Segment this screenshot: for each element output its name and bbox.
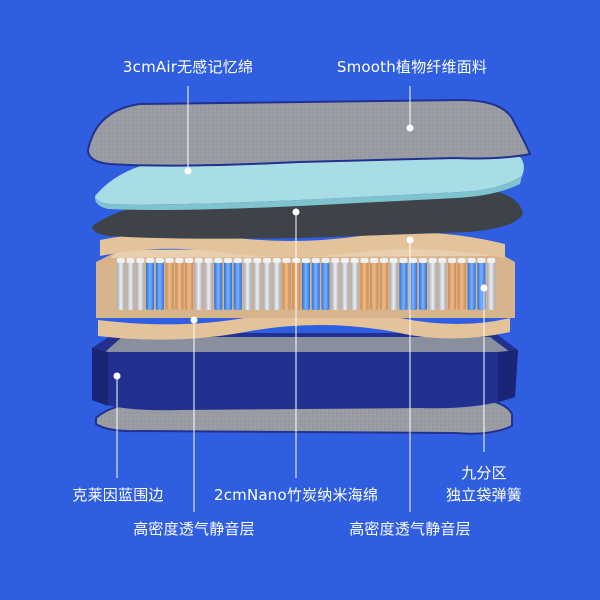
spring-column (146, 262, 155, 310)
spring-column (360, 262, 369, 310)
top-fabric-layer (86, 98, 532, 167)
spring-column (340, 262, 349, 310)
spring-cap (370, 258, 379, 263)
spring-column (457, 262, 466, 310)
spring-column (467, 262, 476, 310)
klein-blue-border-label: 克莱因蓝围边 (72, 486, 164, 504)
spring-column (165, 262, 174, 310)
plant-fiber-fabric-label: Smooth植物纤维面料 (336, 58, 488, 76)
spring-cap (165, 258, 174, 263)
spring-column (448, 262, 457, 310)
spring-cap (282, 258, 291, 263)
spring-column (126, 262, 135, 310)
spring-cap (272, 258, 281, 263)
spring-cap (457, 258, 466, 263)
spring-column (194, 262, 203, 310)
spring-column (379, 262, 388, 310)
spring-column (214, 262, 223, 310)
spring-column (370, 262, 379, 310)
spring-column (389, 262, 398, 310)
spring-cap (448, 258, 457, 263)
spring-column (243, 262, 252, 310)
spring-column (418, 262, 427, 310)
spring-cap (233, 258, 242, 263)
zone-label: 九分区 (461, 464, 507, 482)
spring-column (233, 262, 242, 310)
spring-cap (389, 258, 398, 263)
spring-cap (204, 258, 213, 263)
silent-layer-left-label: 高密度透气静音层 (133, 520, 255, 538)
spring-cap (321, 258, 330, 263)
spring-column (399, 262, 408, 310)
pocket-spring-label: 独立袋弹簧 (445, 486, 523, 504)
spring-cap (194, 258, 203, 263)
spring-column (321, 262, 330, 310)
spring-cap (126, 258, 135, 263)
silent-layer-right-label: 高密度透气静音层 (349, 520, 471, 538)
spring-cap (350, 258, 359, 263)
spring-cap (243, 258, 252, 263)
spring-cap (487, 258, 496, 263)
callout-lines (113, 86, 488, 512)
spring-cap (428, 258, 437, 263)
spring-cap (214, 258, 223, 263)
spring-cap (253, 258, 262, 263)
spring-cap (263, 258, 272, 263)
spring-column (350, 262, 359, 310)
spring-column (311, 262, 320, 310)
spring-column (263, 262, 272, 310)
lower-silent-layer (98, 310, 510, 340)
spring-column (282, 262, 291, 310)
spring-cap (331, 258, 340, 263)
spring-cap (301, 258, 310, 263)
spring-column (487, 262, 496, 310)
spring-cap (155, 258, 164, 263)
spring-column (253, 262, 262, 310)
spring-cap (379, 258, 388, 263)
spring-cap (224, 258, 233, 263)
upper-silent-layer (100, 232, 505, 258)
spring-cap (185, 258, 194, 263)
spring-column (204, 262, 213, 310)
spring-cap (399, 258, 408, 263)
spring-column (409, 262, 418, 310)
spring-cap (477, 258, 486, 263)
spring-cap (116, 258, 125, 263)
spring-cap (467, 258, 476, 263)
spring-column (155, 262, 164, 310)
spring-cap (175, 258, 184, 263)
spring-cap (340, 258, 349, 263)
spring-cap (418, 258, 427, 263)
spring-column (301, 262, 310, 310)
air-memory-foam-label: 3cmAir无感记忆绵 (122, 58, 254, 76)
spring-column (116, 262, 125, 310)
spring-cap (409, 258, 418, 263)
spring-column (175, 262, 184, 310)
spring-column (185, 262, 194, 310)
spring-column (438, 262, 447, 310)
spring-cap (311, 258, 320, 263)
spring-column (428, 262, 437, 310)
spring-cap (136, 258, 145, 263)
spring-column (136, 262, 145, 310)
klein-blue-border-frame (92, 333, 518, 411)
spring-column (224, 262, 233, 310)
spring-column (272, 262, 281, 310)
pocket-spring-unit (96, 248, 515, 318)
spring-column (331, 262, 340, 310)
memory-foam-edge (94, 176, 522, 210)
spring-cap (146, 258, 155, 263)
spring-cap (360, 258, 369, 263)
spring-cap (438, 258, 447, 263)
nano-charcoal-foam-label: 2cmNano竹炭纳米海绵 (213, 486, 379, 504)
